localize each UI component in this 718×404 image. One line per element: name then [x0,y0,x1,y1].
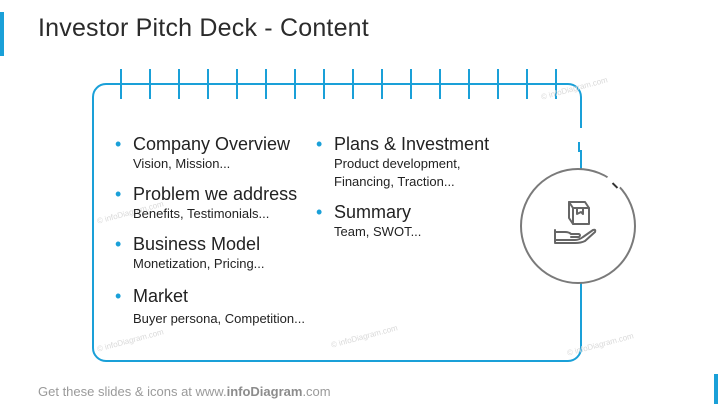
footer-suffix: .com [302,384,331,399]
list-item: • Company Overview Vision, Mission... [115,133,323,173]
spiral-ring [294,69,296,99]
spiral-ring [265,69,267,99]
list-item: • Summary Team, SWOT... [316,201,534,241]
item-title: Plans & Investment [334,134,490,154]
box-in-hand-icon [554,201,597,244]
frame-gap [570,128,584,150]
spiral-ring [439,69,441,99]
notebook-frame [92,83,582,362]
spiral-ring [468,69,470,99]
item-subtitle: Monetization, Pricing... [133,256,265,271]
spiral-ring [120,69,122,99]
spiral-ring [410,69,412,99]
spiral-ring [526,69,528,99]
spiral-ring [207,69,209,99]
left-column: • Company Overview Vision, Mission... • … [115,133,323,338]
spiral-ring [149,69,151,99]
spiral-ring [236,69,238,99]
left-accent-bar [0,12,4,56]
spiral-ring [323,69,325,99]
bullet-icon: • [115,286,122,306]
item-subtitle-line: Product development, [334,156,461,171]
list-item: • Market Buyer persona, Competition... [115,285,323,328]
list-item: • Business Model Monetization, Pricing..… [115,233,323,273]
right-column: • Plans & Investment Product development… [316,133,534,251]
list-item: • Problem we address Benefits, Testimoni… [115,183,323,223]
item-title: Problem we address [133,184,298,204]
frame-tick [578,142,580,152]
spiral-ring [178,69,180,99]
spiral-ring [555,69,557,99]
bullet-icon: • [316,202,323,222]
list-item: • Plans & Investment Product development… [316,133,534,191]
item-title: Market [133,286,189,306]
item-subtitle-line: Financing, Traction... [334,174,455,189]
slide-title: Investor Pitch Deck - Content [38,14,369,42]
right-accent-bar [714,374,718,404]
spiral-ring [352,69,354,99]
bullet-icon: • [115,134,122,154]
bullet-icon: • [115,234,122,254]
bullet-icon: • [316,134,323,154]
spiral-ring [497,69,499,99]
spiral-ring [381,69,383,99]
item-subtitle: Benefits, Testimonials... [133,206,270,221]
bullet-icon: • [115,184,122,204]
footer-brand: infoDiagram [226,384,303,399]
item-title: Business Model [133,234,261,254]
item-subtitle: Vision, Mission... [133,156,231,171]
item-title: Summary [334,202,412,222]
item-subtitle-line: Team, SWOT... [334,224,422,239]
item-title: Company Overview [133,134,291,154]
footer-text: Get these slides & icons at www.infoDiag… [38,384,331,399]
footer-prefix: Get these slides & icons at www. [38,384,227,399]
item-subtitle: Buyer persona, Competition... [133,311,305,326]
